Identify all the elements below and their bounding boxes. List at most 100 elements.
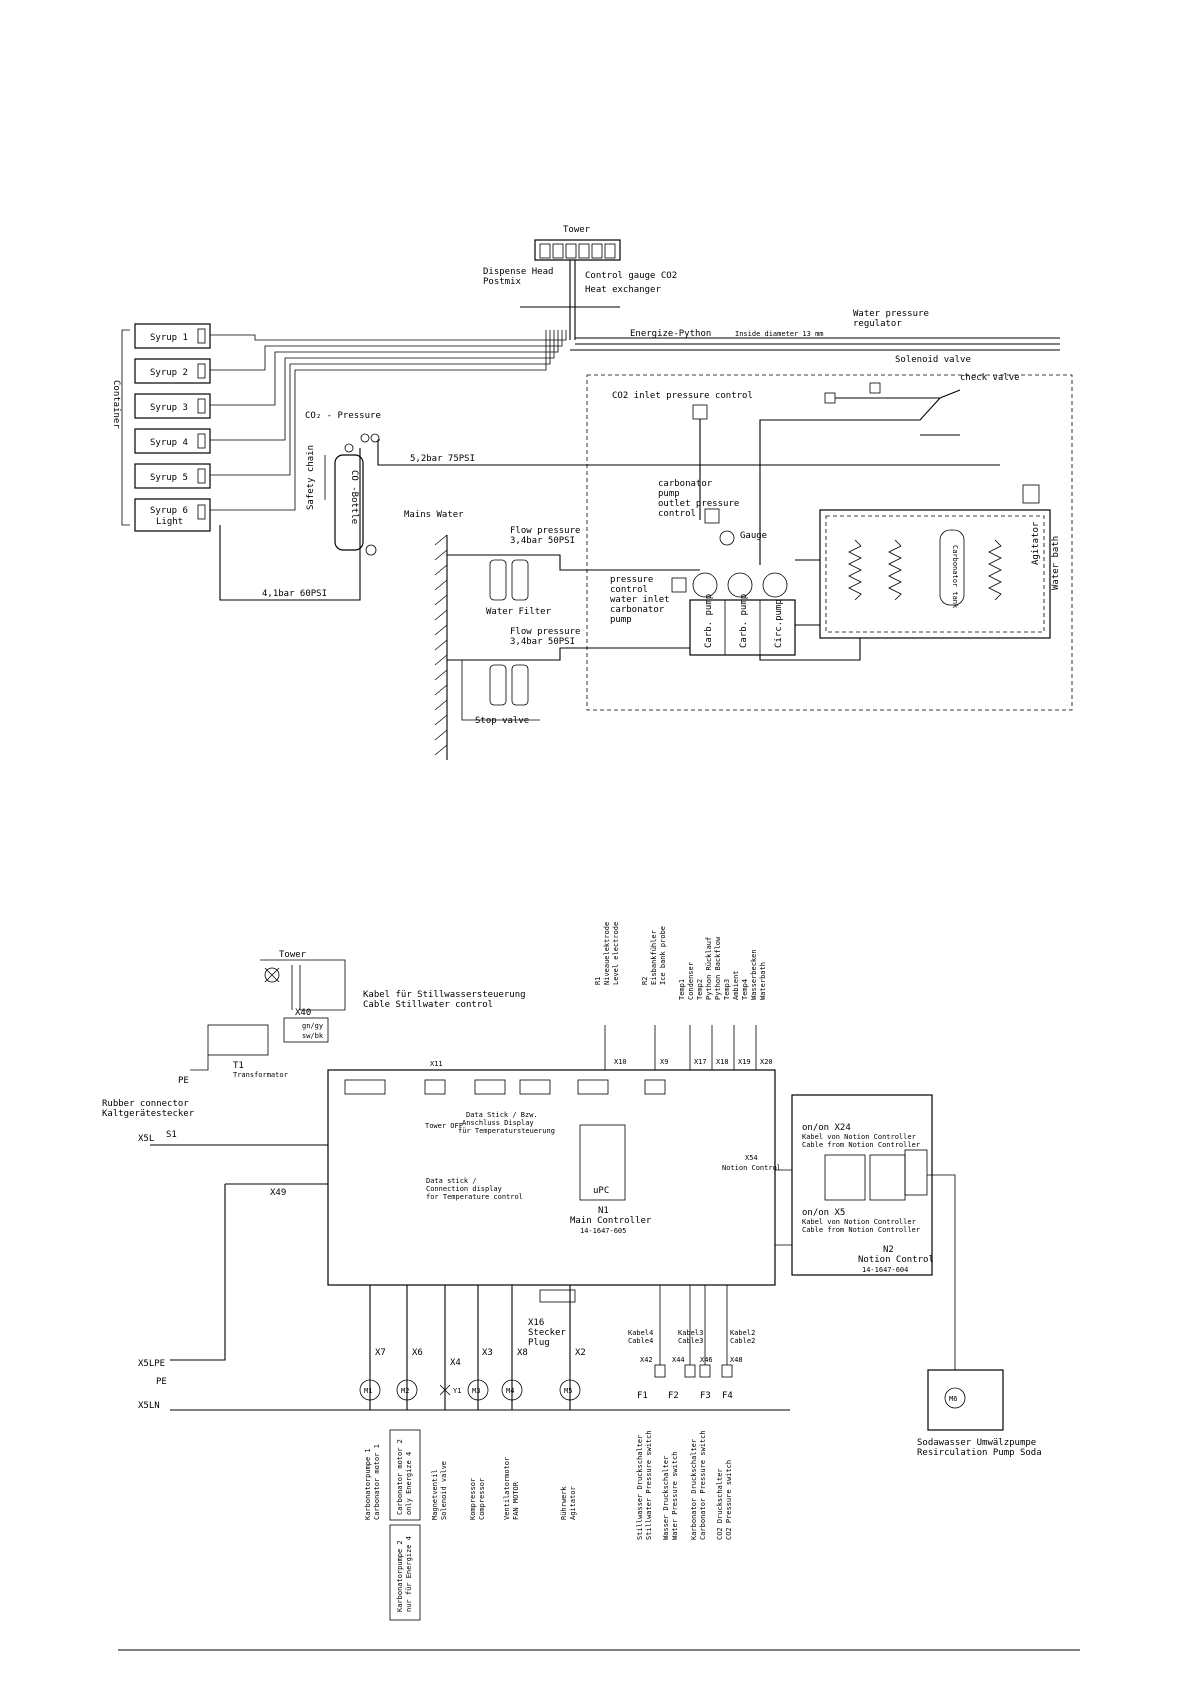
r2-label: R2 <box>641 977 649 985</box>
water-inlet-2: control <box>610 585 648 595</box>
pump-2-label: Carb. pump <box>739 594 749 648</box>
motor-3: M3 <box>472 1387 480 1395</box>
carb-outlet-2: pump <box>658 489 680 499</box>
bottom-label-5a: Stillwasser Druckschalter <box>636 1435 644 1540</box>
co-bottle-label: CO -Bottle <box>349 470 359 524</box>
dispense-head-label: Dispense Head <box>483 267 553 277</box>
x49-label: X49 <box>270 1188 286 1198</box>
temp-label-3: Python Rücklauf <box>705 937 713 1000</box>
f-label-3: F4 <box>722 1391 733 1401</box>
bottom-label-6b: Water Pressure switch <box>671 1451 679 1540</box>
carbonator-tank-label: Carbonator tank <box>951 545 959 609</box>
pressure-41-label: 4,1bar 60PSI <box>262 589 327 599</box>
data-stick-de-3: für Temperatursteuerung <box>458 1127 555 1135</box>
kabel-3: Cable3 <box>678 1337 703 1345</box>
check-valve-label: check valve <box>960 373 1020 383</box>
pe-label-2: PE <box>156 1377 167 1387</box>
x40-sub2-label: sw/bk <box>302 1032 324 1040</box>
x-sw-0: X42 <box>640 1356 653 1364</box>
temp-label-2: Temp2 <box>696 979 704 1000</box>
bottom-label-3a: Ventilatormotor <box>503 1457 511 1520</box>
x54-label: X54 <box>745 1154 758 1162</box>
x19-label: X19 <box>738 1058 751 1066</box>
syrup-5-label: Syrup 5 <box>150 473 188 483</box>
syrup-2-label: Syrup 2 <box>150 368 188 378</box>
bottom-label-5b: Stillwater Pressure switch <box>645 1430 653 1540</box>
bottom-label-4b: Agitator <box>569 1486 577 1520</box>
motor-1: M2 <box>401 1387 409 1395</box>
x10-label: X10 <box>614 1058 627 1066</box>
flow-pressure-1-label: Flow pressure <box>510 526 580 536</box>
soda-de-label: Sodawasser Umwälzpumpe <box>917 1438 1036 1448</box>
x40-label: X40 <box>295 1008 311 1018</box>
f-label-2: F3 <box>700 1391 711 1401</box>
rubber-connector-label: Rubber connector <box>102 1099 189 1109</box>
x40-sub-label: gn/gy <box>302 1022 323 1030</box>
syrup-4-label: Syrup 4 <box>150 438 188 448</box>
water-inlet-4: carbonator <box>610 605 665 615</box>
motor-x-4: X8 <box>517 1348 528 1358</box>
data-stick-de-1: Data Stick / Bzw. <box>466 1111 538 1119</box>
water-pressure-regulator-label-2: regulator <box>853 319 902 329</box>
bottom-label-2b: Compressor <box>478 1478 486 1520</box>
x9-label: X9 <box>660 1058 668 1066</box>
bottom-label-6a: Wasser Druckschalter <box>662 1456 670 1540</box>
bottom-label-1b: Solenoid valve <box>440 1461 448 1520</box>
water-inlet-5: pump <box>610 615 632 625</box>
motor-0: M1 <box>364 1387 372 1395</box>
n1-code-label: 14-1647-605 <box>580 1227 626 1235</box>
pump-3-label: Circ.pump <box>774 599 784 648</box>
kabel-0: Kabel4 <box>628 1329 653 1337</box>
mains-water-label: Mains Water <box>404 510 464 520</box>
water-filter-label: Water Filter <box>486 607 552 617</box>
bottom-label-2a: Kompressor <box>469 1478 477 1520</box>
t1-label: T1 <box>233 1061 244 1071</box>
x5lpe-label: X5LPE <box>138 1359 165 1369</box>
motor-x-2: X4 <box>450 1358 461 1368</box>
temp-label-1: Condenser <box>687 962 695 1000</box>
temp-label-0: Temp1 <box>678 979 686 1000</box>
data-stick-en-1: Data stick / <box>426 1177 477 1185</box>
x5l-label: X5L <box>138 1134 154 1144</box>
n2-label: N2 <box>883 1245 894 1255</box>
n2-name-label: Notion Control <box>858 1255 934 1265</box>
x24-en-label: Cable from Notion Controller <box>802 1141 920 1149</box>
co2-bottle: CO -Bottle Safety chain <box>306 433 380 551</box>
flow-pressure-2-label: Flow pressure <box>510 627 580 637</box>
carb-outlet-3: outlet pressure <box>658 499 739 509</box>
tower: Tower <box>520 225 621 340</box>
heat-exchanger-label: Heat exchanger <box>585 285 661 295</box>
safety-chain-label: Safety chain <box>306 445 316 510</box>
x5-en-label: Cable from Notion Controller <box>802 1226 920 1234</box>
motor-5: M5 <box>564 1387 572 1395</box>
r2-en-label: Ice bank probe <box>659 926 667 985</box>
carb2-box-1: Carbonator motor 2 <box>396 1439 404 1515</box>
water-inlet-1: pressure <box>610 575 653 585</box>
x16-en-label: Plug <box>528 1338 550 1348</box>
motor-2: Y1 <box>453 1387 461 1395</box>
flow-pressure-1-val: 3,4bar 50PSI <box>510 536 575 546</box>
soda-en-label: Resirculation Pump Soda <box>917 1448 1042 1458</box>
kabel-2: Kabel3 <box>678 1329 703 1337</box>
upc-label: uPC <box>593 1186 609 1196</box>
motor-x-5: X2 <box>575 1348 586 1358</box>
bottom-label-7b: Carbonator Pressure switch <box>699 1430 707 1540</box>
x24-label: on/on X24 <box>802 1123 851 1133</box>
data-stick-en-2: Connection display <box>426 1185 502 1193</box>
x11-label: X11 <box>430 1060 443 1068</box>
rubber-connector-de-label: Kaltgerätestecker <box>102 1109 195 1119</box>
carb-outlet-1: carbonator <box>658 479 713 489</box>
tower-label: Tower <box>563 225 591 235</box>
bottom-label-0a: Karbonatorpumpe 1 <box>364 1448 372 1520</box>
energize-python-label: Energize-Python <box>630 329 711 339</box>
x5-de-label: Kabel von Notion Controller <box>802 1218 916 1226</box>
f-label-0: F1 <box>637 1391 648 1401</box>
f-label-1: F2 <box>668 1391 679 1401</box>
water-bath-label: Water bath <box>1051 536 1061 590</box>
syrup-6-sub-label: Light <box>156 517 183 527</box>
temp-label-9: Waterbath <box>759 962 767 1000</box>
x-sw-1: X44 <box>672 1356 685 1364</box>
temp-label-5: Temp3 <box>723 979 731 1000</box>
container-label: Container <box>111 380 121 429</box>
